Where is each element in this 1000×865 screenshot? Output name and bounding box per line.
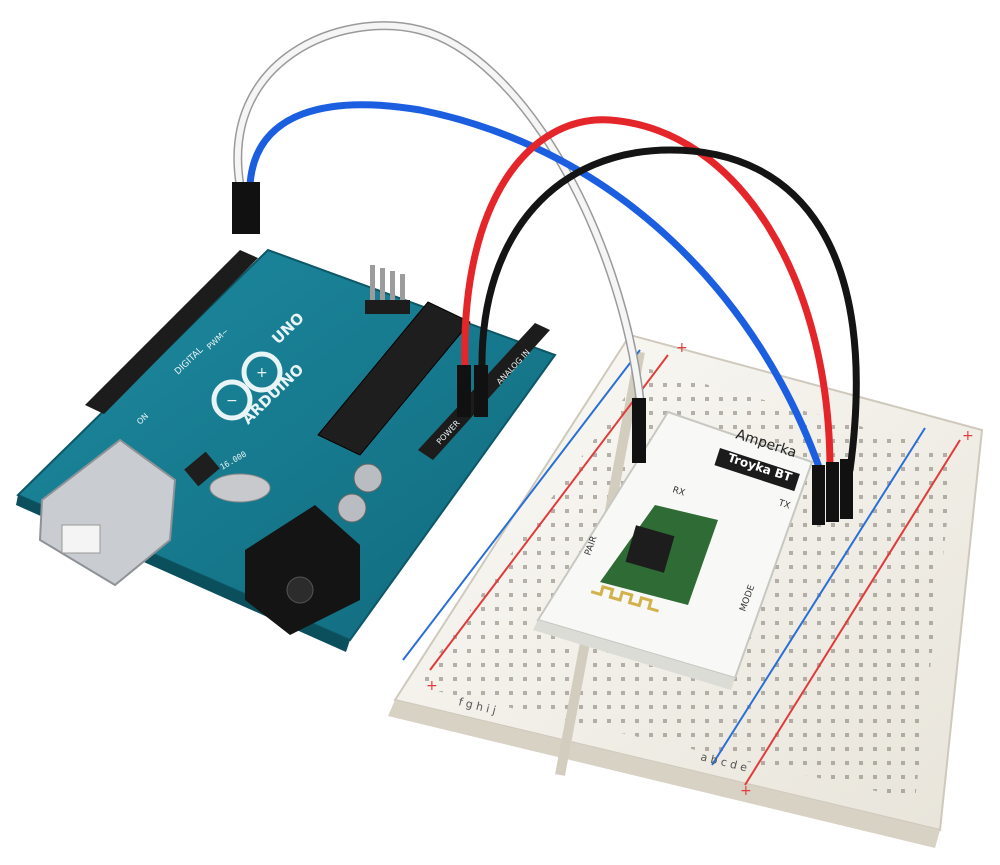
plus-sign-bottom-left: + <box>426 678 438 694</box>
red-wire-connector <box>457 365 471 417</box>
left-blue-rail <box>402 349 641 661</box>
capacitor-2 <box>337 493 367 523</box>
arduino-logo: − + <box>211 351 283 421</box>
microcontroller-chip <box>317 301 471 456</box>
digital-header <box>85 250 258 414</box>
wire-connectors <box>232 182 853 525</box>
white-wire-core <box>234 22 643 403</box>
power-jack-hole <box>286 576 314 604</box>
blue-wire <box>246 101 824 474</box>
right-blue-rail <box>711 427 926 766</box>
plus-sign-top: + <box>676 340 688 356</box>
plus-sign-bottom-right: + <box>740 783 752 799</box>
left-red-rail <box>429 354 669 671</box>
troyka-bt-module: Amperka Troyka BT RX TX PAIR MODE <box>533 410 814 690</box>
bluetooth-antenna <box>590 584 659 613</box>
capacitor-1 <box>353 463 383 493</box>
black-wire-connector <box>474 365 488 417</box>
rx-label: RX <box>671 485 686 498</box>
usb-port-inner <box>61 524 101 554</box>
breadboard-side <box>388 700 940 848</box>
black-wire <box>478 146 860 474</box>
icsp-pins <box>365 265 410 314</box>
arduino-board: DIGITAL PWM~ POWER ANALOG IN − + ARDUINO… <box>16 248 557 652</box>
blue-wire-connector <box>246 182 260 234</box>
tx-label: TX <box>776 498 791 511</box>
logo-minus-glyph: − <box>226 393 238 409</box>
red-wire-end-connector <box>826 462 839 522</box>
white-wire-connector <box>232 182 246 234</box>
module-edge <box>533 620 735 690</box>
white-wire-end-connector <box>632 398 646 463</box>
module-name-badge <box>714 448 800 492</box>
crystal <box>209 473 271 503</box>
black-wire-end-connector <box>840 459 853 519</box>
blue-wire-end-connector <box>812 465 825 525</box>
usb-chip <box>184 451 220 487</box>
bluetooth-chip <box>625 525 675 573</box>
red-wire <box>461 116 834 474</box>
power-jack <box>245 505 360 635</box>
jumper-wires <box>233 21 860 474</box>
logo-plus-glyph: + <box>256 365 268 381</box>
plus-sign-right: + <box>962 428 974 444</box>
right-red-rail <box>744 439 961 786</box>
